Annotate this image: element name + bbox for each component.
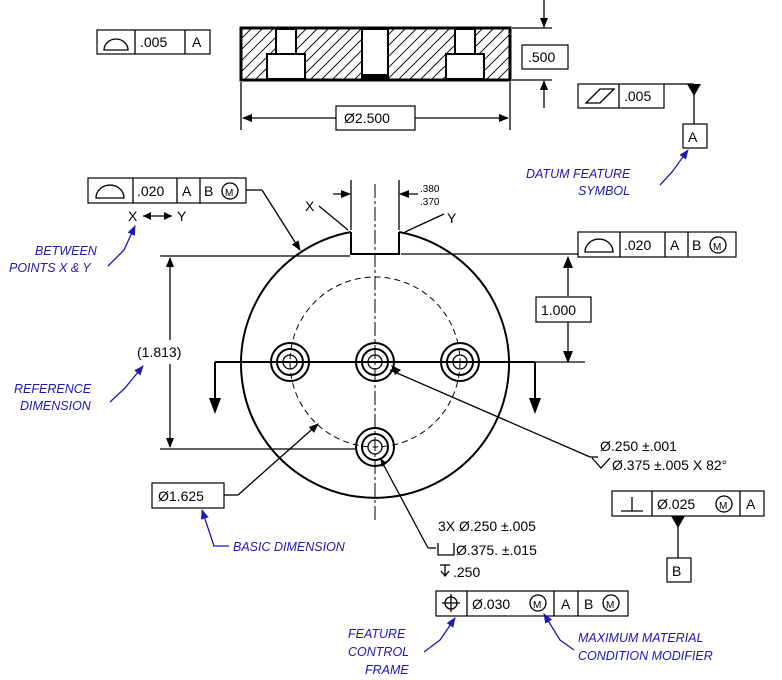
hatch-line [397,28,451,80]
countersink-icon [591,457,611,469]
profile-symbol-icon [584,238,614,253]
position-tolerance: Ø.030 [472,596,510,612]
between-points-symbol: X Y [128,208,187,224]
between-points-label-1: BETWEEN [35,244,98,258]
datum-triangle-icon [687,84,701,96]
fcf-label-1: FEATURE [348,627,406,641]
point-y-label: Y [447,210,457,226]
mmc-circle-icon [221,182,239,200]
holes-dim3: .250 [453,564,480,580]
flatness-tolerance: .005 [140,34,167,50]
right-frame-tolerance: .020 [624,237,651,253]
point-x-label: X [305,198,315,214]
hatch-line [496,66,510,80]
hatch-line [309,28,363,80]
flatness-datum: A [192,34,202,50]
reference-dim-label-2: DIMENSION [20,399,92,413]
position-datum-a: A [561,596,571,612]
between-points-label-2: POINTS X & Y [9,261,92,275]
parallel-tolerance: .005 [624,88,651,104]
center-hole-dim1: Ø.250 ±.001 [600,438,677,454]
hatch-line [241,28,275,62]
hatch-line [485,55,510,80]
basic-dim-label: BASIC DIMENSION [233,540,346,554]
height-dim-text: .500 [528,49,555,65]
hatch-line [386,28,440,80]
between-y: Y [177,208,187,224]
parallelism-symbol-icon [584,88,616,104]
center-countersink-hole [361,28,389,80]
profile-frame-left: .020 A B M [87,177,301,251]
slot [350,232,400,255]
center-hole-callout: Ø.250 ±.001 Ø.375 ±.005 X 82° [389,365,727,473]
right-frame-datum-a: A [670,237,680,253]
between-x: X [128,208,138,224]
mmc-label-2: CONDITION MODIFIER [578,649,713,663]
right-frame-datum-b: B [692,237,701,253]
mmc-label-1: MAXIMUM MATERIAL [578,631,704,645]
basic-diameter-1625: Ø1.625 [151,423,319,509]
diameter-dimension: Ø2.500 [240,82,511,131]
slot-dim-lower: .370 [420,197,440,208]
reference-dimension: (1.813) [137,255,355,450]
datum-a-label: A [688,129,698,145]
parallelism-control-frame: .005 A [577,83,708,149]
perp-tolerance: Ø.025 [657,496,695,512]
position-datum-b: B [584,596,593,612]
counterbore-icon [437,543,455,556]
position-datum-b-modifier: M [606,600,614,611]
datum-feature-label-2: SYMBOL [578,184,630,198]
datum-feature-label-1: DATUM FEATURE [526,167,631,181]
position-control-frame: Ø.030 M A B M [435,590,629,617]
datum-b-label: B [672,563,681,579]
fcf-label-2: CONTROL [348,645,409,659]
slot-dim-upper: .380 [420,184,440,195]
diameter-dim-text: Ø2.500 [344,110,390,126]
perp-modifier: M [719,501,727,512]
flatness-symbol-icon [103,38,129,51]
perp-datum: A [746,496,756,512]
reference-dim-label-1: REFERENCE [14,382,92,396]
holes-dim1: 3X Ø.250 ±.005 [438,518,536,534]
left-frame-datum-b: B [204,183,213,199]
height-dimension: .500 [512,0,569,108]
hatch-line [241,28,264,51]
profile-symbol-icon [95,184,125,199]
annotations: DATUM FEATURE SYMBOL BETWEEN POINTS X & … [9,149,713,677]
basic-dim-1000-text: 1.000 [541,302,576,318]
left-frame-tolerance: .020 [137,183,164,199]
right-frame-modifier: M [713,242,721,253]
left-counterbore-hole [266,28,306,80]
mmc-circle-icon [715,495,733,513]
outer-profile [240,231,510,499]
holes-dim2: Ø.375. ±.015 [456,542,537,558]
fcf-label-3: FRAME [365,663,409,677]
reference-dim-text: (1.813) [137,344,181,360]
mmc-circle-icon [529,594,547,612]
left-frame-datum-a: A [182,183,192,199]
right-counterbore-hole [445,28,485,80]
position-modifier: M [533,600,541,611]
perpendicularity-frame: Ø.025 M A B [611,490,765,583]
slot-width-dimension: .380 .370 [333,180,440,230]
mmc-circle-icon [709,236,727,254]
holes-callout: 3X Ø.250 ±.005 Ø.375. ±.015 .250 [380,458,537,580]
hole-bottom [355,427,395,467]
position-symbol-icon [442,594,460,612]
mmc-circle-icon [602,594,620,612]
flatness-control-frame: .005 A [96,29,211,55]
hatch-line [298,28,352,80]
hatch-line [241,28,253,40]
profile-frame-right: .020 A B M [401,231,737,258]
side-view: .005 A .500 .005 A [96,0,708,149]
depth-icon [440,564,450,578]
basic-dia-text: Ø1.625 [158,488,204,504]
basic-dimension-1000: 1.000 [480,256,592,363]
center-hole-dim2: Ø.375 ±.005 X 82° [612,457,727,473]
hatch-line [408,28,462,80]
top-view: .380 .370 X Y .020 A B M X [87,177,765,617]
left-frame-modifier: M [225,188,233,199]
